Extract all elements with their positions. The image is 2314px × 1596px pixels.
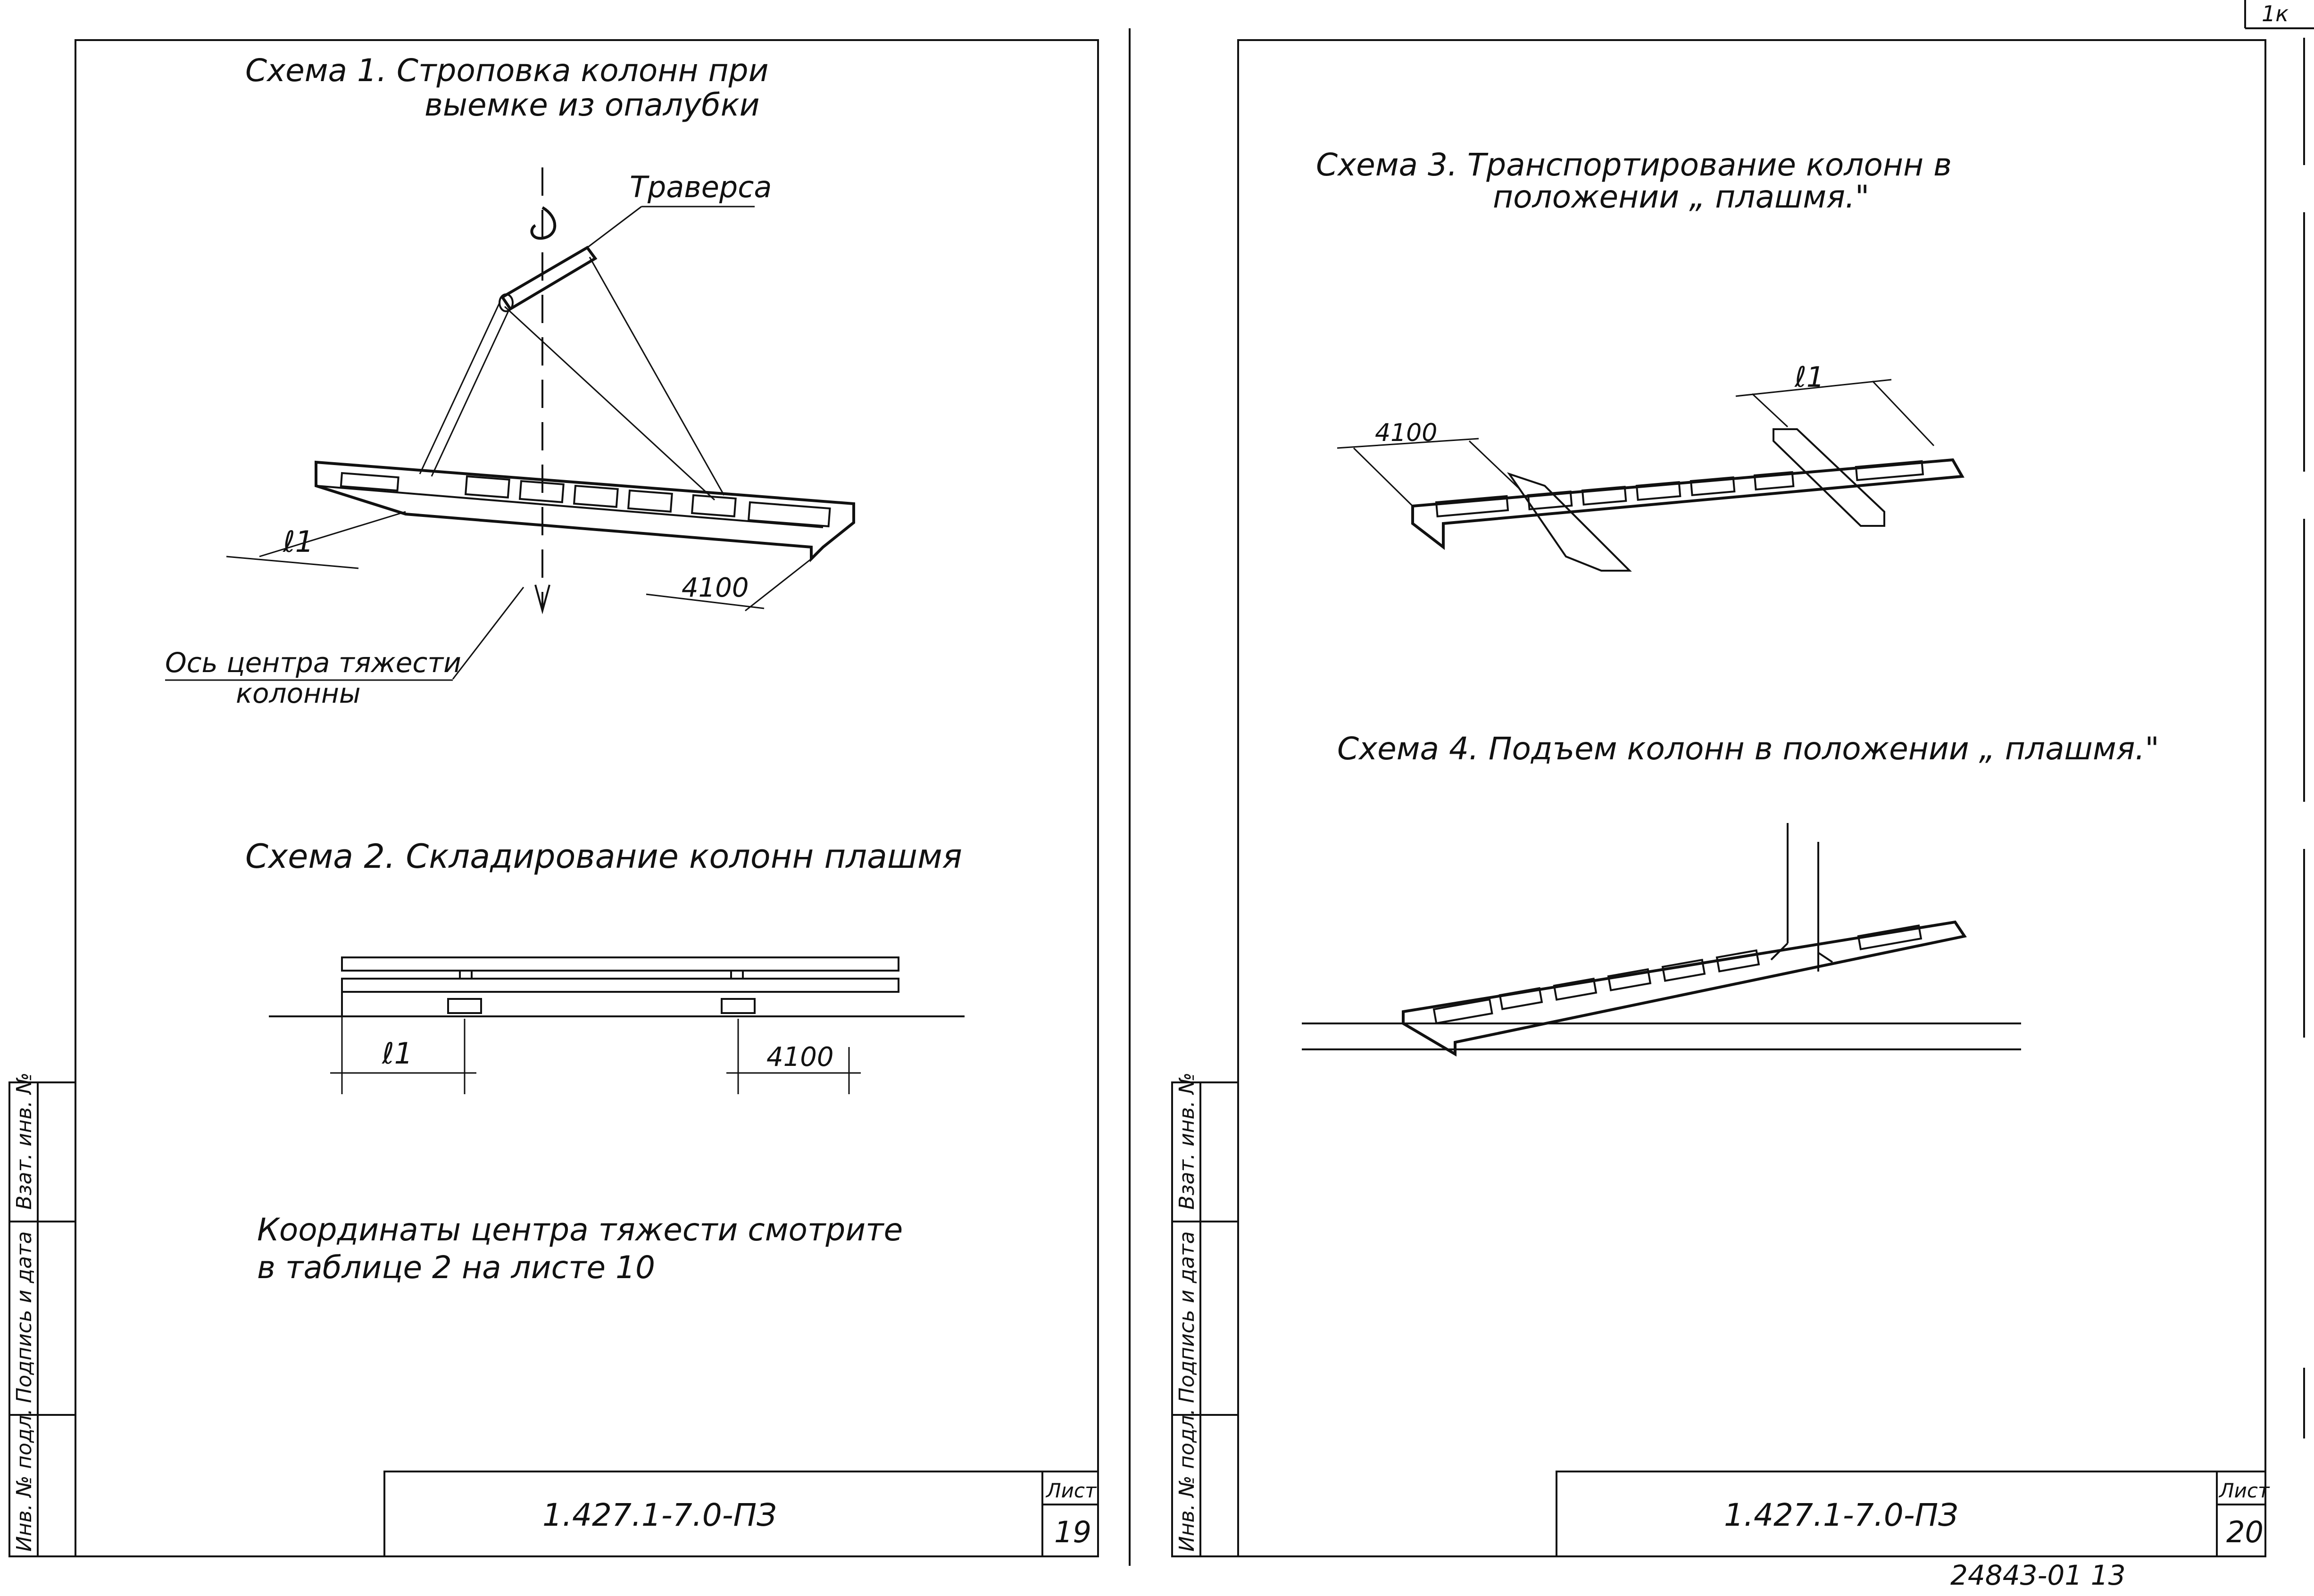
stamp-cell-signature-date: Подпись и дата xyxy=(12,1231,36,1403)
scheme1-title-line1: Схема 1. Строповка колонн при xyxy=(245,52,768,89)
scheme2-label-l1: ℓ1 xyxy=(382,1036,413,1071)
right-sheet: Взат. инв. № Подпись и дата Инв. № подл.… xyxy=(1171,39,2270,1591)
left-sheet-frame xyxy=(75,39,1099,1557)
scheme1-label-4100: 4100 xyxy=(682,573,749,603)
right-sheet-frame xyxy=(1237,39,2266,1557)
support-beam-upper xyxy=(1773,428,1885,527)
left-sheet-number: 19 xyxy=(1054,1515,1091,1549)
gravity-note-line1: Координаты центра тяжести смотрите xyxy=(257,1212,903,1248)
right-sheet-number: 20 xyxy=(2226,1515,2264,1549)
stamp-cell-inv-podl: Инв. № подл. xyxy=(12,1408,36,1552)
support-beam-lower xyxy=(1507,472,1632,572)
scheme1-label-l1: ℓ1 xyxy=(283,524,314,559)
stacked-column-bottom xyxy=(341,978,899,993)
stamp-cell-vzam-inv: Взат. инв. № xyxy=(1175,1072,1199,1210)
archive-number: 24843-01 13 xyxy=(1950,1559,2125,1591)
stacked-column-top xyxy=(341,956,899,972)
dim-l1-line xyxy=(226,556,359,569)
axis-label-line2: колонны xyxy=(236,677,361,709)
transport-column xyxy=(1411,458,1964,550)
scheme3-label-l1: ℓ1 xyxy=(1794,361,1824,394)
left-designation: 1.427.1-7.0-ПЗ xyxy=(542,1497,776,1533)
stamp-cell-signature-date: Подпись и дата xyxy=(1175,1231,1199,1403)
crane-hook xyxy=(530,206,557,240)
scheme3-title-line1: Схема 3. Транспортирование колонн в xyxy=(1316,147,1952,183)
traverse-beam xyxy=(499,246,598,312)
stamp-cell-inv-podl: Инв. № подл. xyxy=(1175,1408,1199,1552)
gravity-axis-arrow xyxy=(534,584,550,615)
column-slab xyxy=(315,460,855,563)
slings xyxy=(419,257,725,501)
scheme-2: Схема 2. Складирование колонн плашмя ℓ1 … xyxy=(245,837,965,1094)
right-designation: 1.427.1-7.0-ПЗ xyxy=(1724,1497,1958,1533)
corner-mark: 1к xyxy=(2262,1,2289,26)
left-sheet: Взат. инв. № Подпись и дата Инв. № подл.… xyxy=(8,39,1099,1557)
scheme1-title-line2: выемке из опалубки xyxy=(425,87,760,123)
lift-column xyxy=(1402,920,1967,1057)
left-sheet-label: Лист xyxy=(1045,1479,1097,1502)
scheme2-title: Схема 2. Складирование колонн плашмя xyxy=(245,837,962,876)
left-title-block: 1.427.1-7.0-ПЗ Лист 19 xyxy=(383,1471,1099,1557)
scheme3-title-line2: положении „ плашмя." xyxy=(1493,179,1869,215)
support-pad-left xyxy=(447,998,482,1014)
dim-4100-line xyxy=(646,593,765,609)
scheme2-label-4100: 4100 xyxy=(766,1042,834,1072)
left-side-stamp: Взат. инв. № Подпись и дата Инв. № подл. xyxy=(8,1072,76,1557)
gravity-note-line2: в таблице 2 на листе 10 xyxy=(257,1249,655,1286)
scheme-1: Схема 1. Строповка колонн при выемке из … xyxy=(165,52,855,709)
scheme4-title: Схема 4. Подъем колонн в положении „ пла… xyxy=(1337,731,2159,767)
right-sheet-label: Лист xyxy=(2218,1479,2270,1502)
label-traverse: Траверса xyxy=(630,170,772,204)
stamp-cell-vzam-inv: Взат. инв. № xyxy=(12,1072,36,1210)
right-side-stamp: Взат. инв. № Подпись и дата Инв. № подл. xyxy=(1171,1072,1239,1557)
scheme-3: Схема 3. Транспортирование колонн в поло… xyxy=(1316,147,1964,572)
right-title-block: 1.427.1-7.0-ПЗ Лист 20 xyxy=(1556,1471,2270,1557)
axis-label-line1: Ось центра тяжести xyxy=(165,647,461,679)
scheme-4: Схема 4. Подъем колонн в положении „ пла… xyxy=(1302,731,2159,1057)
scheme3-label-4100: 4100 xyxy=(1375,419,1437,447)
support-pad-right xyxy=(721,998,756,1014)
